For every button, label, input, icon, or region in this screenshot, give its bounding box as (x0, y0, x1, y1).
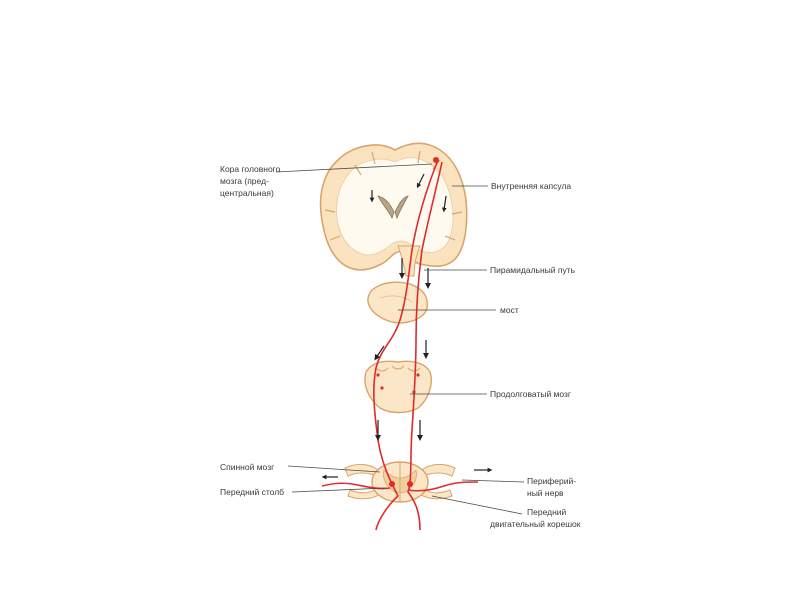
tract-left-descending (373, 159, 439, 531)
leader-lines (275, 163, 525, 515)
label-cortex-line2: мозга (пред- (220, 176, 269, 186)
label-medulla: Продолговатый мозг (490, 389, 571, 399)
direction-arrows (321, 173, 493, 480)
pyramidal-tract-lines (321, 157, 479, 531)
label-pons: мост (500, 305, 519, 315)
label-internal-capsule: Внутренняя капсула (491, 181, 571, 191)
spinal-cord-section (344, 461, 456, 503)
tract-origin-dot (433, 157, 439, 163)
label-anterior-root-line1: Передний (527, 507, 567, 517)
label-anterior-horn: Передний столб (220, 487, 284, 497)
tract-dot (376, 373, 380, 377)
brain-section (319, 142, 468, 277)
motor-neuron-dot-left (389, 481, 395, 487)
tract-dot (416, 373, 420, 377)
label-cortex-line3: центральная) (220, 188, 274, 198)
tract-peripheral-right (407, 481, 479, 492)
label-anterior-root-line2: двигательный корешок (490, 519, 581, 529)
lateral-ventricles (377, 195, 409, 220)
pons (367, 281, 429, 324)
tract-dot (380, 386, 384, 390)
label-cortex-line1: Кора головного (220, 164, 281, 174)
motor-neuron-dot-right (407, 481, 413, 487)
label-pyramidal-tract: Пирамидальный путь (490, 265, 576, 275)
tract-right-descending (407, 161, 443, 531)
labels: Кора головного мозга (пред- центральная)… (220, 164, 581, 529)
label-peripheral-nerve-line2: ный нерв (527, 488, 564, 498)
tract-dot (412, 390, 416, 394)
brain-white-matter (336, 157, 454, 256)
label-spinal-cord: Спинной мозг (220, 462, 274, 472)
label-peripheral-nerve-line1: Периферий- (527, 476, 576, 486)
